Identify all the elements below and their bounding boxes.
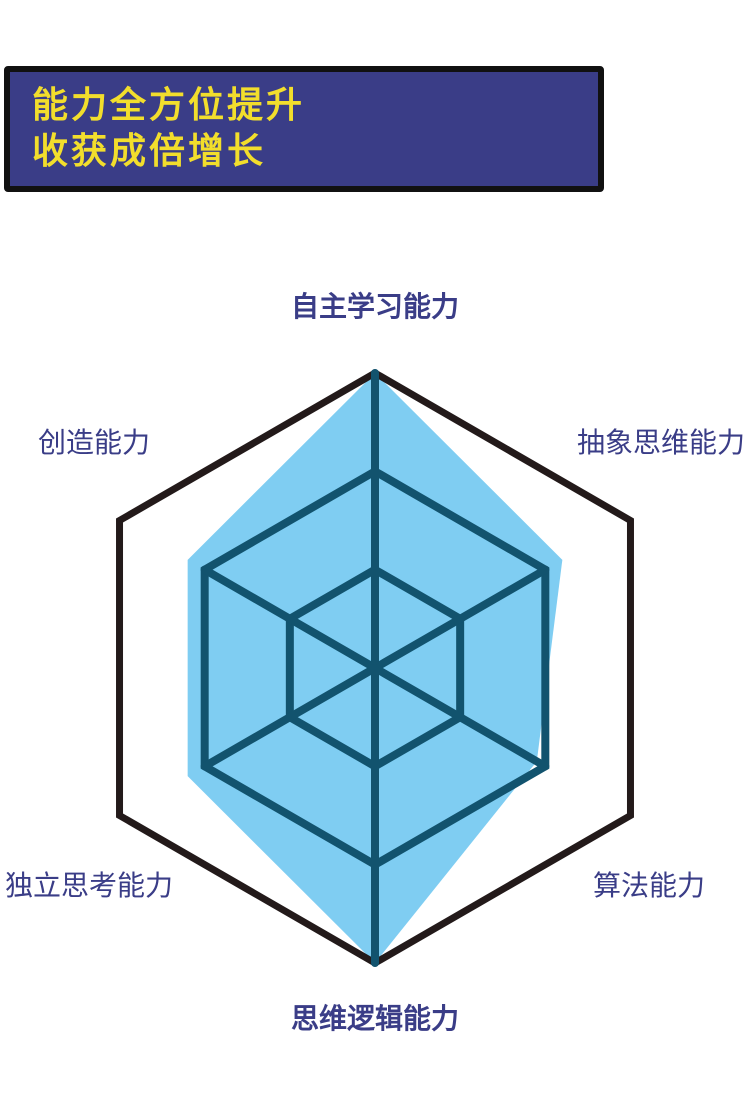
banner-title-line-1: 能力全方位提升 xyxy=(32,85,306,126)
radar-spoke-2 xyxy=(371,565,550,672)
radar-spoke-3 xyxy=(371,664,550,771)
banner-title-line-2: 收获成倍增长 xyxy=(32,131,267,172)
title-banner: 能力全方位提升 收获成倍增长 xyxy=(4,66,604,192)
radar-axis-label-1: 自主学习能力 xyxy=(291,290,459,323)
radar-axis-label-6: 创造能力 xyxy=(38,426,150,459)
radar-spoke-5 xyxy=(200,664,379,771)
radar-axis-label-3: 算法能力 xyxy=(593,869,705,902)
radar-axis-label-5: 独立思考能力 xyxy=(5,869,173,902)
radar-axis-label-2: 抽象思维能力 xyxy=(577,426,745,459)
radar-spoke-6 xyxy=(200,565,379,672)
radar-axis-label-4: 思维逻辑能力 xyxy=(291,1002,459,1035)
